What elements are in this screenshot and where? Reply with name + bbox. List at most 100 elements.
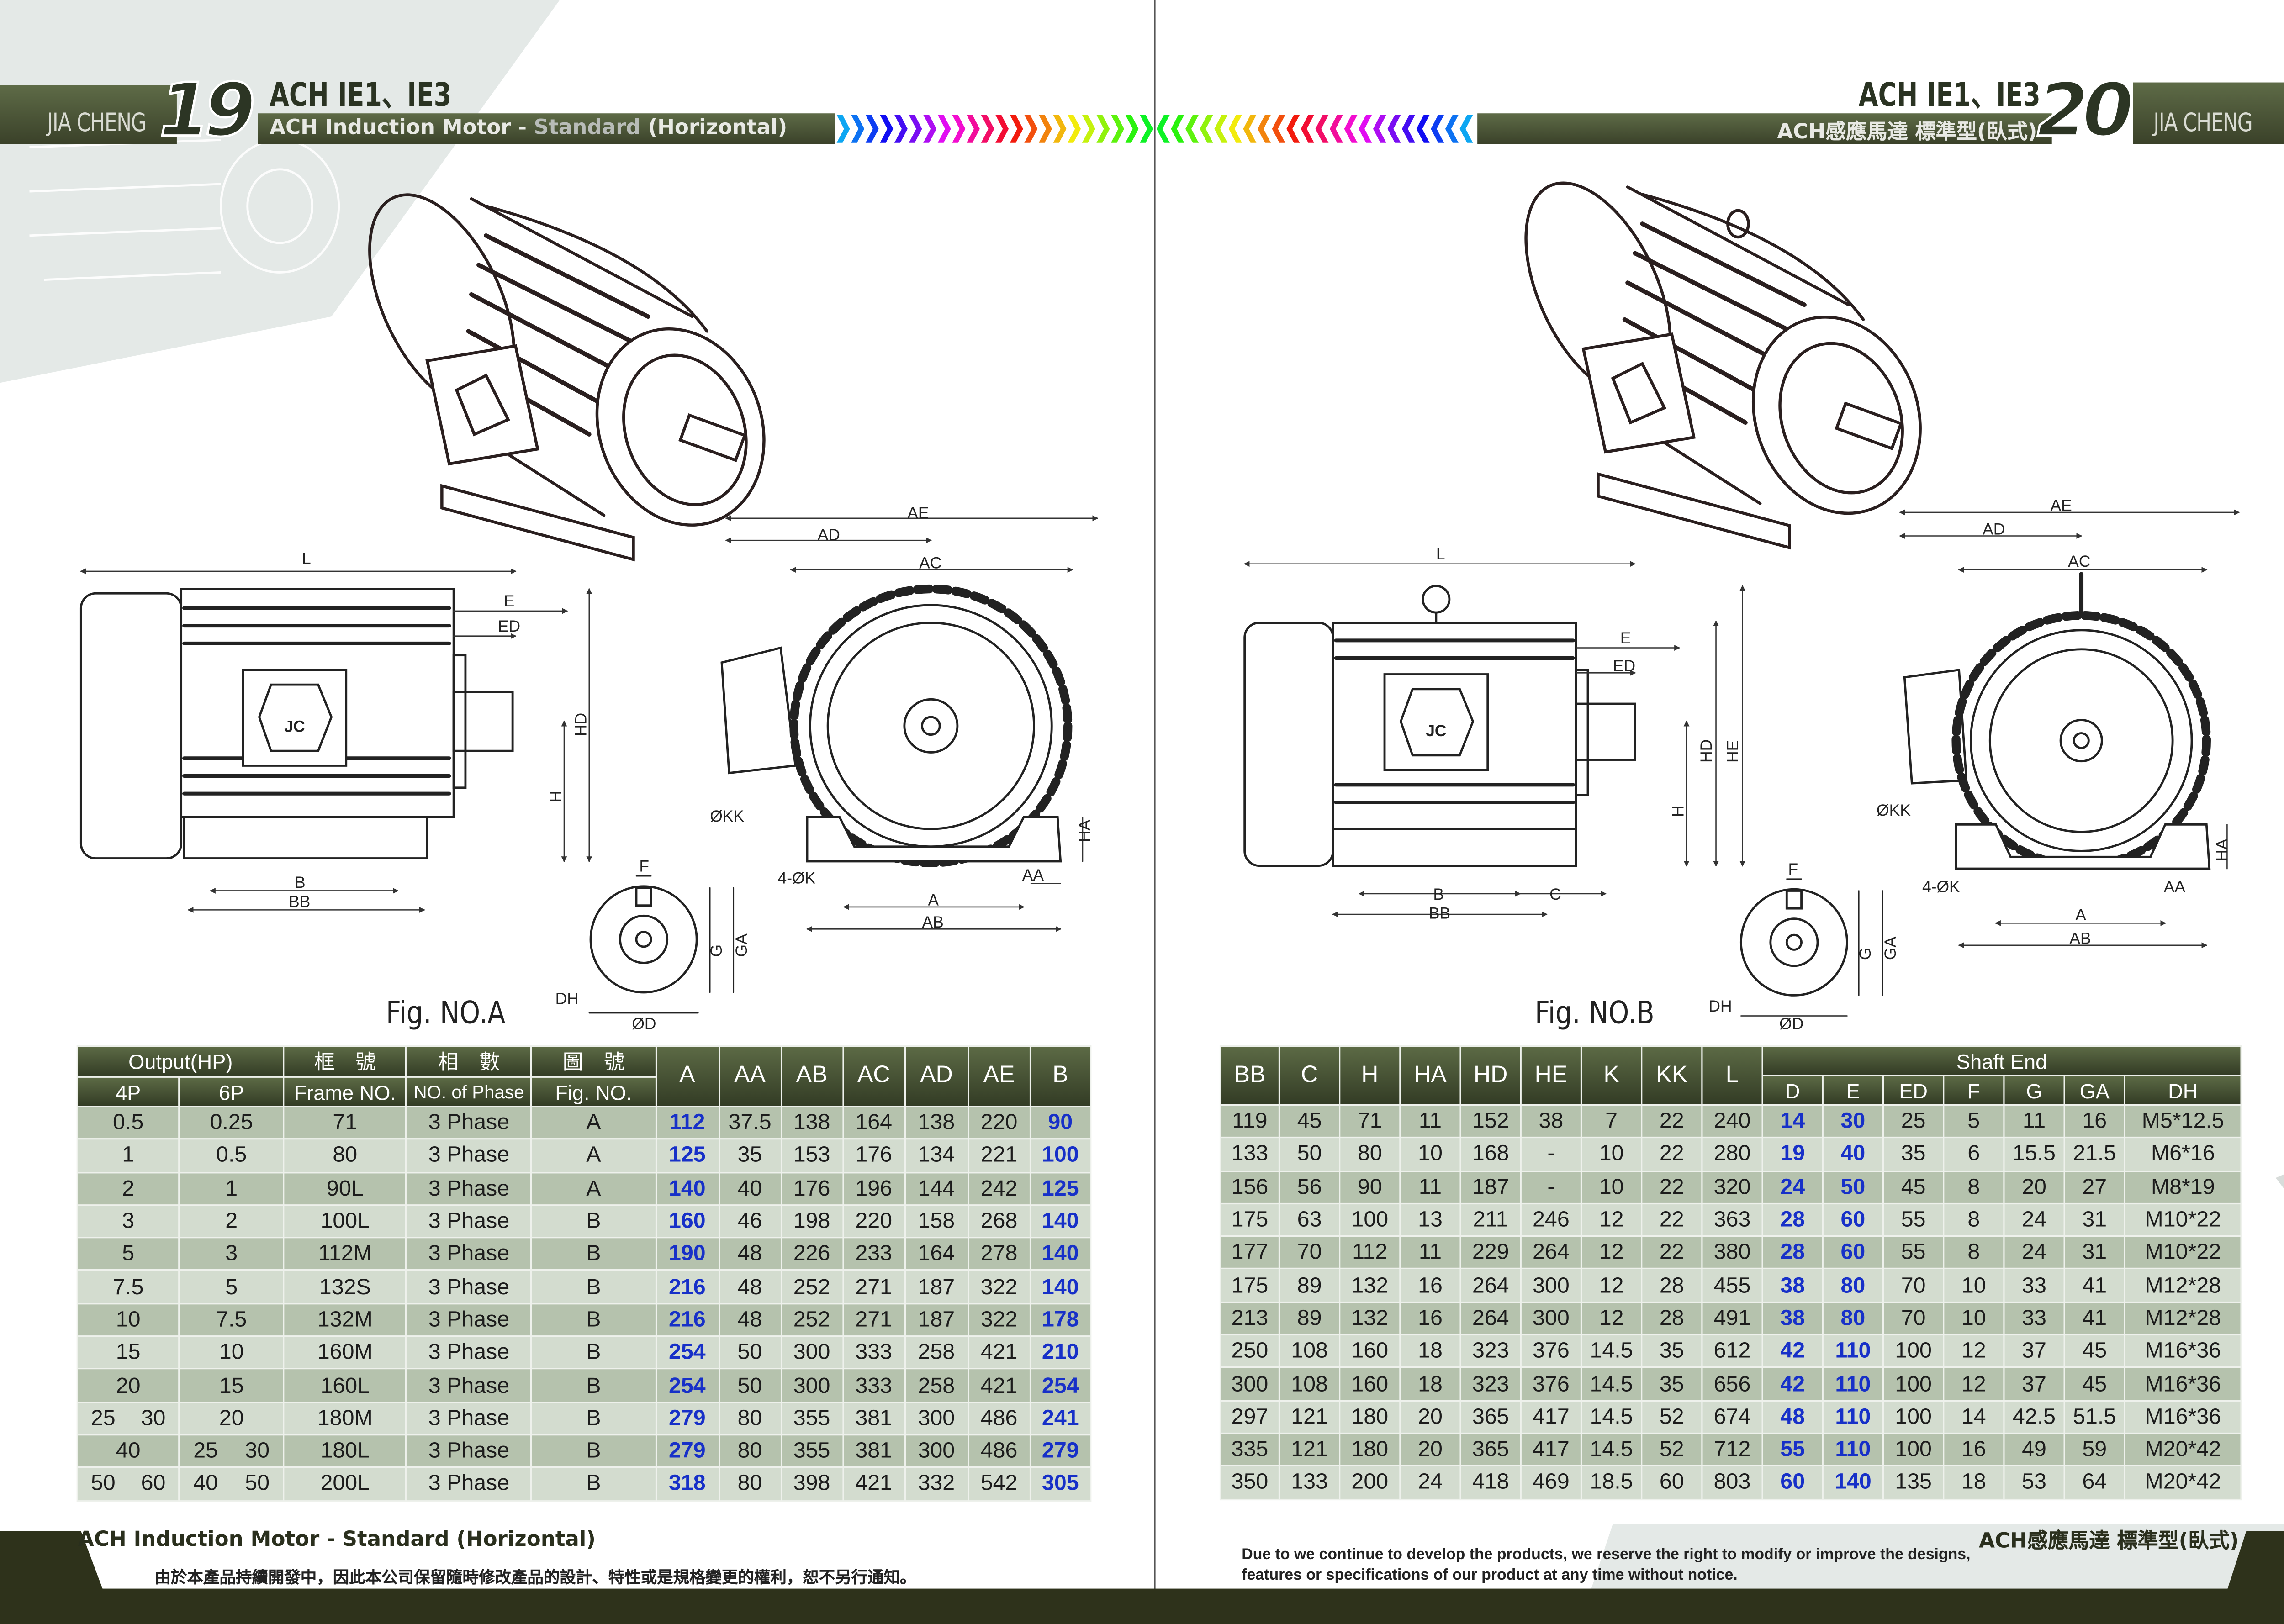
motor-isometric-b: [1524, 181, 1922, 550]
cell-hd: 365: [1461, 1401, 1520, 1433]
cell-e: 80: [1823, 1302, 1882, 1334]
cell-g: 33: [2004, 1270, 2064, 1302]
cell-hd: 187: [1461, 1171, 1520, 1203]
header-dim: AC: [843, 1047, 904, 1106]
cell-l: 656: [1702, 1368, 1762, 1400]
chevron-left-icon: [1286, 115, 1300, 143]
dim-label: 4-ØK: [778, 869, 816, 887]
cell-g: 24: [2004, 1204, 2064, 1236]
chevron-right-icon: [1053, 115, 1067, 143]
cell-ed: 100: [1884, 1434, 1943, 1466]
cell-aa: 50: [719, 1370, 780, 1402]
cell-ab: 176: [781, 1173, 842, 1204]
cell-ha: 16: [1401, 1270, 1460, 1302]
side-view-a: [79, 588, 514, 859]
dimension-labels-front-b: AE AD AC ØKK 4-ØK A AB AA HA: [1877, 496, 2231, 948]
cell-d: 19: [1763, 1139, 1822, 1170]
dim-label: HA: [1075, 819, 1094, 842]
footer-note-right-line2: features or specifications of our produc…: [1242, 1566, 1738, 1584]
cell-he: 376: [1521, 1368, 1581, 1400]
cell-hd: 211: [1461, 1204, 1520, 1236]
footer-title-left: ACH Induction Motor - Standard (Horizont…: [78, 1528, 596, 1552]
dim-label: L: [302, 549, 311, 568]
cell-ad: 258: [905, 1337, 968, 1369]
cell-ed: 70: [1884, 1302, 1943, 1334]
cell-ae: 220: [968, 1107, 1030, 1139]
cell-value: 20: [116, 1373, 141, 1398]
cell-values: 2: [180, 1209, 283, 1234]
dim-label: BB: [1429, 904, 1450, 923]
chevron-left-icon: [1243, 115, 1257, 143]
cell-b: 178: [1031, 1304, 1090, 1336]
cell-kk: 28: [1642, 1270, 1702, 1302]
cell-p6: 20: [180, 1403, 283, 1434]
chevron-right-icon: [1096, 115, 1110, 143]
cell-f: 10: [1944, 1302, 2004, 1334]
dimension-labels-front-a: AE AD AC ØKK 4-ØK A AB AA HA: [710, 504, 1094, 931]
shaft-end-b: [1739, 878, 1883, 1017]
subtitle-part: ACH Induction Motor -: [270, 116, 534, 140]
cell-aa: 48: [719, 1238, 780, 1270]
cell-ed: 135: [1884, 1466, 1943, 1498]
cell-bb: 177: [1221, 1237, 1279, 1269]
chevron-left-icon: [1156, 115, 1170, 143]
cell-ha: 18: [1401, 1368, 1460, 1400]
front-view-a: [720, 584, 1073, 867]
header-dim: HA: [1401, 1047, 1460, 1104]
dim-label: AD: [1983, 520, 2005, 538]
dim-label: AA: [1022, 866, 1044, 884]
cell-phase: 3 Phase: [407, 1403, 531, 1434]
header-shaft: G: [2004, 1076, 2064, 1104]
cell-p6: 15: [180, 1370, 283, 1402]
dim-label: HE: [1724, 740, 1742, 763]
cell-e: 110: [1823, 1434, 1882, 1466]
header-dim: AD: [905, 1047, 968, 1106]
dim-label: B: [295, 873, 306, 891]
cell-b: 279: [1031, 1435, 1090, 1467]
cell-bb: 133: [1221, 1139, 1279, 1170]
cell-phase: 3 Phase: [407, 1271, 531, 1303]
cell-ab: 300: [781, 1370, 842, 1402]
cell-a: 216: [656, 1304, 719, 1336]
cell-ac: 333: [843, 1337, 904, 1369]
cell-ab: 138: [781, 1107, 842, 1139]
chevron-right-icon: [1068, 115, 1081, 143]
dimension-lines-front-b: [1899, 509, 2240, 949]
cell-g: 37: [2004, 1368, 2064, 1400]
cell-a: 254: [656, 1370, 719, 1402]
cell-h: 160: [1340, 1368, 1400, 1400]
cell-bb: 350: [1221, 1466, 1279, 1498]
cell-k: 12: [1582, 1237, 1641, 1269]
header-dim: H: [1340, 1047, 1400, 1104]
cell-k: 12: [1582, 1204, 1641, 1236]
cell-d: 28: [1763, 1204, 1822, 1236]
header-dim: C: [1280, 1047, 1339, 1104]
header-band-right-brand: [2133, 82, 2284, 144]
cell-ga: 41: [2065, 1270, 2124, 1302]
header-dim: AB: [781, 1047, 842, 1106]
cell-d: 14: [1763, 1106, 1822, 1137]
header-6p: 6P: [180, 1077, 283, 1106]
cell-ed: 35: [1884, 1139, 1943, 1170]
cell-ga: 41: [2065, 1302, 2124, 1334]
cell-b: 140: [1031, 1238, 1090, 1270]
cell-phase: 3 Phase: [407, 1238, 531, 1270]
cell-ed: 100: [1884, 1401, 1943, 1433]
chevron-left-icon: [1301, 115, 1314, 143]
cell-aa: 46: [719, 1206, 780, 1237]
cell-p6: 0.25: [180, 1107, 283, 1139]
dim-label: G: [1856, 947, 1874, 960]
cell-dh: M16*36: [2125, 1401, 2241, 1433]
cell-ed: 70: [1884, 1270, 1943, 1302]
corner-decor: [2275, 1174, 2284, 1189]
cell-kk: 35: [1642, 1368, 1702, 1400]
dim-label: GA: [732, 933, 751, 957]
footer-note-left: 由於本產品持續開發中，因此本公司保留隨時修改產品的設計、特性或是規格變更的權利，…: [154, 1569, 916, 1587]
